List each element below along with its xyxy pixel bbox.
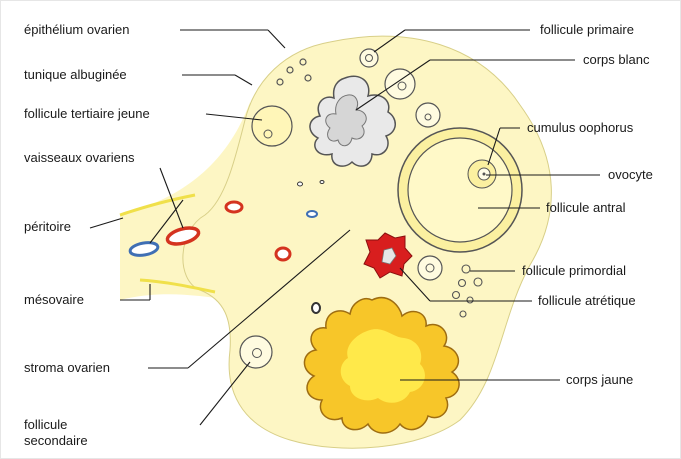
- follicle-mid-right: [416, 103, 440, 127]
- label-ovocyte: ovocyte: [608, 167, 653, 182]
- vessel-red-2: [276, 248, 290, 260]
- label-corps-blanc: corps blanc: [583, 52, 649, 67]
- leader-tunique-end: [235, 75, 252, 85]
- vessel-dot-2: [320, 181, 324, 184]
- label-follicule-antral: follicule antral: [546, 200, 626, 215]
- vessel-red-1: [226, 202, 242, 212]
- label-follicule-primordial: follicule primordial: [522, 263, 626, 278]
- follicule-antral-inner: [408, 138, 512, 242]
- vessel-dark-small: [312, 303, 320, 313]
- label-peritoire: péritoire: [24, 219, 71, 234]
- ovocyte-nucleus: [483, 173, 486, 176]
- leader-epithelium-end: [268, 30, 285, 48]
- label-follicule-atretique: follicule atrétique: [538, 293, 636, 308]
- label-follicule-tertiaire: follicule tertiaire jeune: [24, 106, 150, 121]
- label-follicule-primaire: follicule primaire: [540, 22, 634, 37]
- follicule-secondaire: [240, 336, 272, 368]
- label-mesovaire: mésovaire: [24, 292, 84, 307]
- label-corps-jaune: corps jaune: [566, 372, 633, 387]
- vessel-dot-1: [298, 182, 303, 186]
- follicule-primordial-large: [418, 256, 442, 280]
- label-stroma: stroma ovarien: [24, 360, 110, 375]
- label-cumulus: cumulus oophorus: [527, 120, 633, 135]
- label-tunique: tunique albuginée: [24, 67, 127, 82]
- label-follicule-secondaire-line1: follicule: [24, 417, 67, 432]
- label-follicule-secondaire-line2: secondaire: [24, 433, 88, 448]
- vessel-blue-small: [307, 211, 317, 217]
- label-epithelium: épithélium ovarien: [24, 22, 130, 37]
- label-vaisseaux: vaisseaux ovariens: [24, 150, 135, 165]
- leader-peritoire: [90, 218, 123, 228]
- follicule-tertiaire-jeune: [252, 106, 292, 146]
